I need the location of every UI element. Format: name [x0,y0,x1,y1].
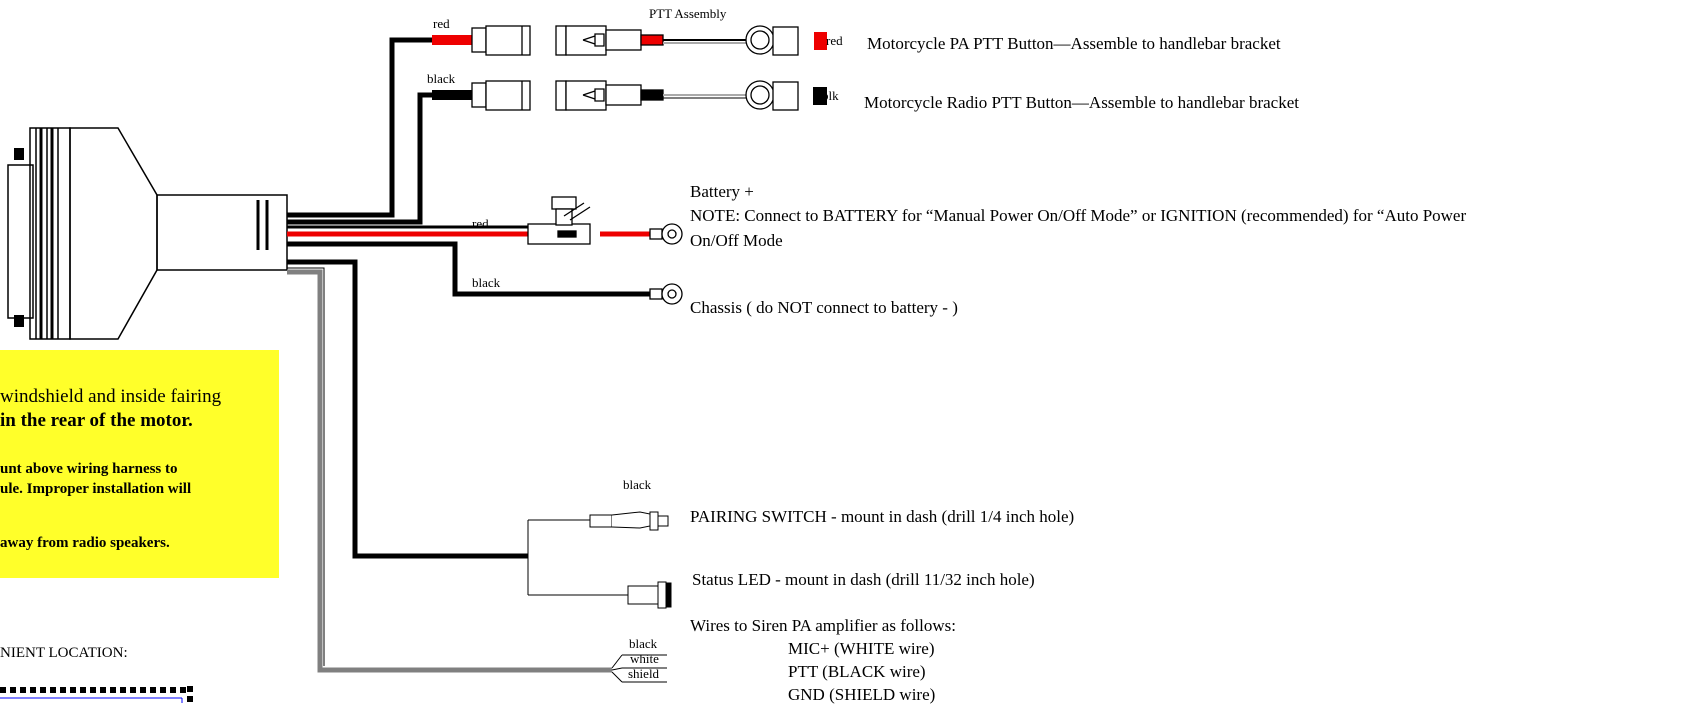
siren-shield-label: shield [628,666,660,681]
black-wire-label-top: black [427,71,456,86]
siren-black-label: black [629,636,658,651]
harness-wires [287,37,655,673]
red-tag-label: red [826,33,843,48]
location-label: NIENT LOCATION: [0,645,128,661]
siren-gnd-label: GND (SHIELD wire) [788,685,936,704]
black-power-label: black [472,275,501,290]
siren-mic-label: MIC+ (WHITE wire) [788,639,935,658]
radio-ptt-label: Motorcycle Radio PTT Button—Assemble to … [864,93,1299,112]
ring-terminals [649,223,683,305]
siren-ptt-label: PTT (BLACK wire) [788,662,926,681]
chassis-label: Chassis ( do NOT connect to battery - ) [690,298,958,317]
siren-intro-label: Wires to Siren PA amplifier as follows: [690,616,956,635]
blk-tag-label: blk [822,88,839,103]
red-wire-label-top: red [433,16,450,31]
control-module [7,127,288,340]
siren-split [611,654,667,683]
battery-note-line1: NOTE: Connect to BATTERY for “Manual Pow… [690,206,1467,225]
fuse-holder [527,196,591,245]
status-led-label: Status LED - mount in dash (drill 11/32 … [692,570,1035,589]
note-line-2: in the rear of the motor. [0,410,193,431]
ptt-assembly-label: PTT Assembly [649,6,727,21]
installation-note-box: windshield and inside fairing in the rea… [0,350,279,578]
ptt-wire-ends [432,35,472,100]
note-line-1: windshield and inside fairing [0,386,222,407]
ptt-assembly-radio [555,80,827,111]
red-power-label: red [472,216,489,231]
red-wire-tab-top [432,35,472,45]
switch-led-branch [527,511,672,609]
note-line-4: ule. Improper installation will [0,481,192,497]
note-line-3: unt above wiring harness to [0,461,178,477]
black-wire-tab-top [432,90,472,100]
ptt-assembly-pa [555,25,827,56]
battery-note-line2: On/Off Mode [690,231,783,250]
note-line-5: away from radio speakers. [0,535,170,551]
black-switch-label: black [623,477,652,492]
location-box [0,686,193,703]
pairing-switch-label: PAIRING SWITCH - mount in dash (drill 1/… [690,507,1075,526]
ptt-connectors-left [471,25,531,111]
battery-plus-label: Battery + [690,182,754,201]
siren-white-label: white [630,651,659,666]
pa-ptt-label: Motorcycle PA PTT Button—Assemble to han… [867,34,1281,53]
